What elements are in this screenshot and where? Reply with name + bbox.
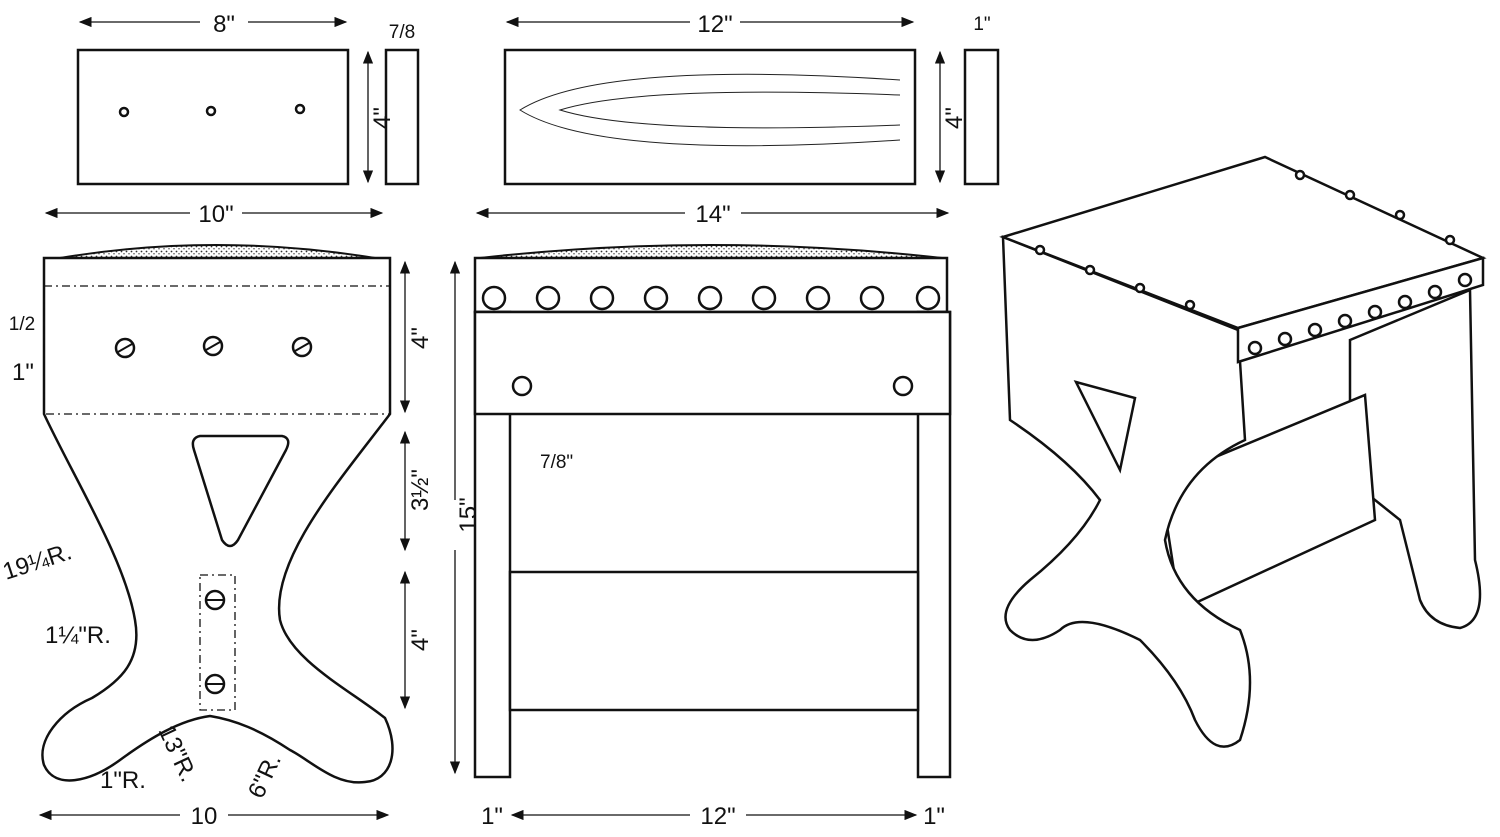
arch-radius: 6"R. bbox=[243, 750, 287, 803]
opening-height: 3½" bbox=[407, 469, 434, 511]
rail-outline bbox=[199, 574, 236, 711]
seat-cushion-side bbox=[479, 244, 943, 259]
screw-hole bbox=[294, 103, 306, 115]
apron-outline bbox=[43, 285, 391, 415]
end-width-bottom: 10 bbox=[191, 803, 218, 830]
overall-length: 14" bbox=[695, 201, 730, 228]
end-board-width: 4" bbox=[369, 107, 396, 129]
apron bbox=[473, 310, 952, 416]
end-board-edge bbox=[384, 48, 420, 186]
seat-offset: 1/2 bbox=[9, 314, 35, 335]
screw-hole bbox=[118, 106, 130, 118]
end-width-top: 10" bbox=[198, 201, 233, 228]
end-board-face bbox=[76, 48, 350, 186]
triangle-cutout bbox=[191, 434, 290, 548]
side-board-stock: 12" 4" 1" bbox=[503, 8, 1000, 186]
rail-height: 4" bbox=[407, 629, 434, 651]
upholstery-nails bbox=[481, 285, 941, 311]
screws bbox=[114, 335, 313, 695]
tenon-depth: 7/8" bbox=[540, 452, 573, 473]
iso-nails bbox=[1034, 169, 1473, 356]
end-board-stock: 8" 4" 7/8 bbox=[76, 8, 420, 186]
isometric-view bbox=[999, 155, 1487, 748]
grain-figure bbox=[519, 73, 901, 147]
end-elevation: 10" 1/2 1" 4" 3½" 4" 15" 19¼R. 1¼"R. 1"R… bbox=[0, 198, 482, 830]
seat-side-band bbox=[1236, 256, 1485, 364]
between-legs: 12" bbox=[700, 803, 735, 830]
neck-radius: 1¼"R. bbox=[45, 622, 111, 649]
leg-left-width: 1" bbox=[481, 803, 503, 830]
seat-cushion bbox=[59, 244, 376, 259]
back-leg bbox=[1348, 288, 1482, 630]
inner-radius: 13"R. bbox=[153, 721, 202, 786]
front-leg bbox=[1001, 235, 1252, 748]
side-board-face bbox=[503, 48, 917, 186]
screw-hole bbox=[205, 105, 217, 117]
side-radius: 19¼R. bbox=[0, 538, 75, 586]
apron-height: 4" bbox=[407, 327, 434, 349]
end-board-length: 8" bbox=[213, 11, 235, 38]
side-board-thickness: 1" bbox=[973, 14, 990, 35]
side-board-width: 4" bbox=[941, 107, 968, 129]
leg-right-width: 1" bbox=[923, 803, 945, 830]
inset-dimension: 1" bbox=[12, 359, 34, 386]
toe-radius: 1"R. bbox=[100, 767, 146, 794]
lower-rail bbox=[508, 570, 920, 712]
end-board-thickness: 7/8 bbox=[389, 22, 415, 43]
side-board-length: 12" bbox=[697, 11, 732, 38]
front-leg-cutout bbox=[1073, 380, 1137, 474]
side-board-end bbox=[963, 48, 1000, 186]
side-elevation: 7/8" 14" 1" 12" 1" bbox=[473, 198, 952, 830]
